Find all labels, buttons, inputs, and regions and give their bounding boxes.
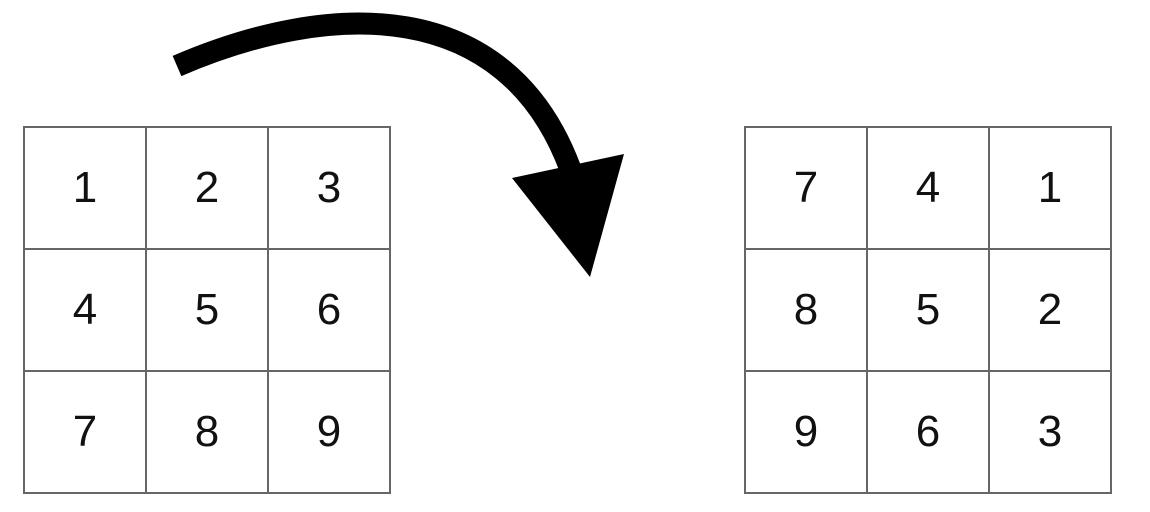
matrix-cell: 9 [267, 370, 391, 494]
arrow-head [512, 154, 624, 277]
matrix-cell: 3 [267, 126, 391, 250]
matrix-cell: 7 [23, 370, 147, 494]
matrix-cell: 8 [145, 370, 269, 494]
matrix-cell: 2 [988, 248, 1112, 372]
matrix-cell: 2 [145, 126, 269, 250]
original-matrix-grid: 1 2 3 4 5 6 7 8 9 [23, 126, 391, 494]
matrix-row: 4 5 6 [23, 248, 391, 372]
matrix-row: 7 8 9 [23, 370, 391, 494]
matrix-cell: 3 [988, 370, 1112, 494]
matrix-row: 8 5 2 [744, 248, 1112, 372]
rotated-matrix-grid: 7 4 1 8 5 2 9 6 3 [744, 126, 1112, 494]
matrix-cell: 1 [988, 126, 1112, 250]
matrix-cell: 5 [866, 248, 990, 372]
matrix-cell: 1 [23, 126, 147, 250]
matrix-cell: 7 [744, 126, 868, 250]
matrix-cell: 9 [744, 370, 868, 494]
matrix-cell: 6 [866, 370, 990, 494]
matrix-cell: 8 [744, 248, 868, 372]
matrix-cell: 6 [267, 248, 391, 372]
matrix-cell: 4 [866, 126, 990, 250]
matrix-row: 9 6 3 [744, 370, 1112, 494]
matrix-cell: 5 [145, 248, 269, 372]
matrix-row: 1 2 3 [23, 126, 391, 250]
matrix-cell: 4 [23, 248, 147, 372]
arrow-shaft [172, 12, 581, 172]
matrix-row: 7 4 1 [744, 126, 1112, 250]
